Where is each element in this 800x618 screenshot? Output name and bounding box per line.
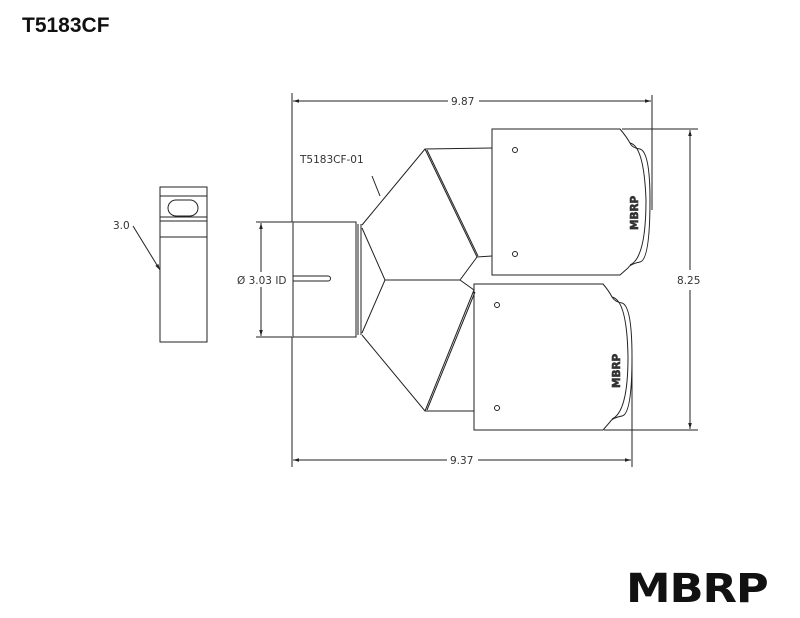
upper-tip: MBRP bbox=[491, 128, 651, 276]
top-length-dimension: 9.87 bbox=[291, 93, 653, 222]
lower-tip: MBRP bbox=[473, 283, 633, 431]
part-label: T5183CF-01 bbox=[299, 154, 364, 166]
svg-text:8.25: 8.25 bbox=[677, 275, 700, 287]
svg-text:9.37: 9.37 bbox=[450, 455, 473, 467]
side-view: 3.0 bbox=[113, 186, 208, 343]
y-body: T5183CF-01 bbox=[299, 147, 493, 412]
inlet-diameter-dimension: Ø 3.03 ID bbox=[237, 275, 287, 287]
tip-logo-lower: MBRP bbox=[611, 353, 623, 388]
svg-text:9.87: 9.87 bbox=[451, 96, 474, 108]
drawing-title: T5183CF bbox=[22, 14, 110, 37]
side-view-dimension: 3.0 bbox=[113, 220, 130, 232]
inlet-pipe: Ø 3.03 ID bbox=[237, 221, 362, 338]
height-dimension: 8.25 bbox=[604, 128, 700, 431]
bottom-length-dimension: 9.37 bbox=[291, 337, 633, 467]
mbrp-logo: MBRP bbox=[626, 566, 769, 612]
tip-logo-upper: MBRP bbox=[629, 195, 641, 230]
